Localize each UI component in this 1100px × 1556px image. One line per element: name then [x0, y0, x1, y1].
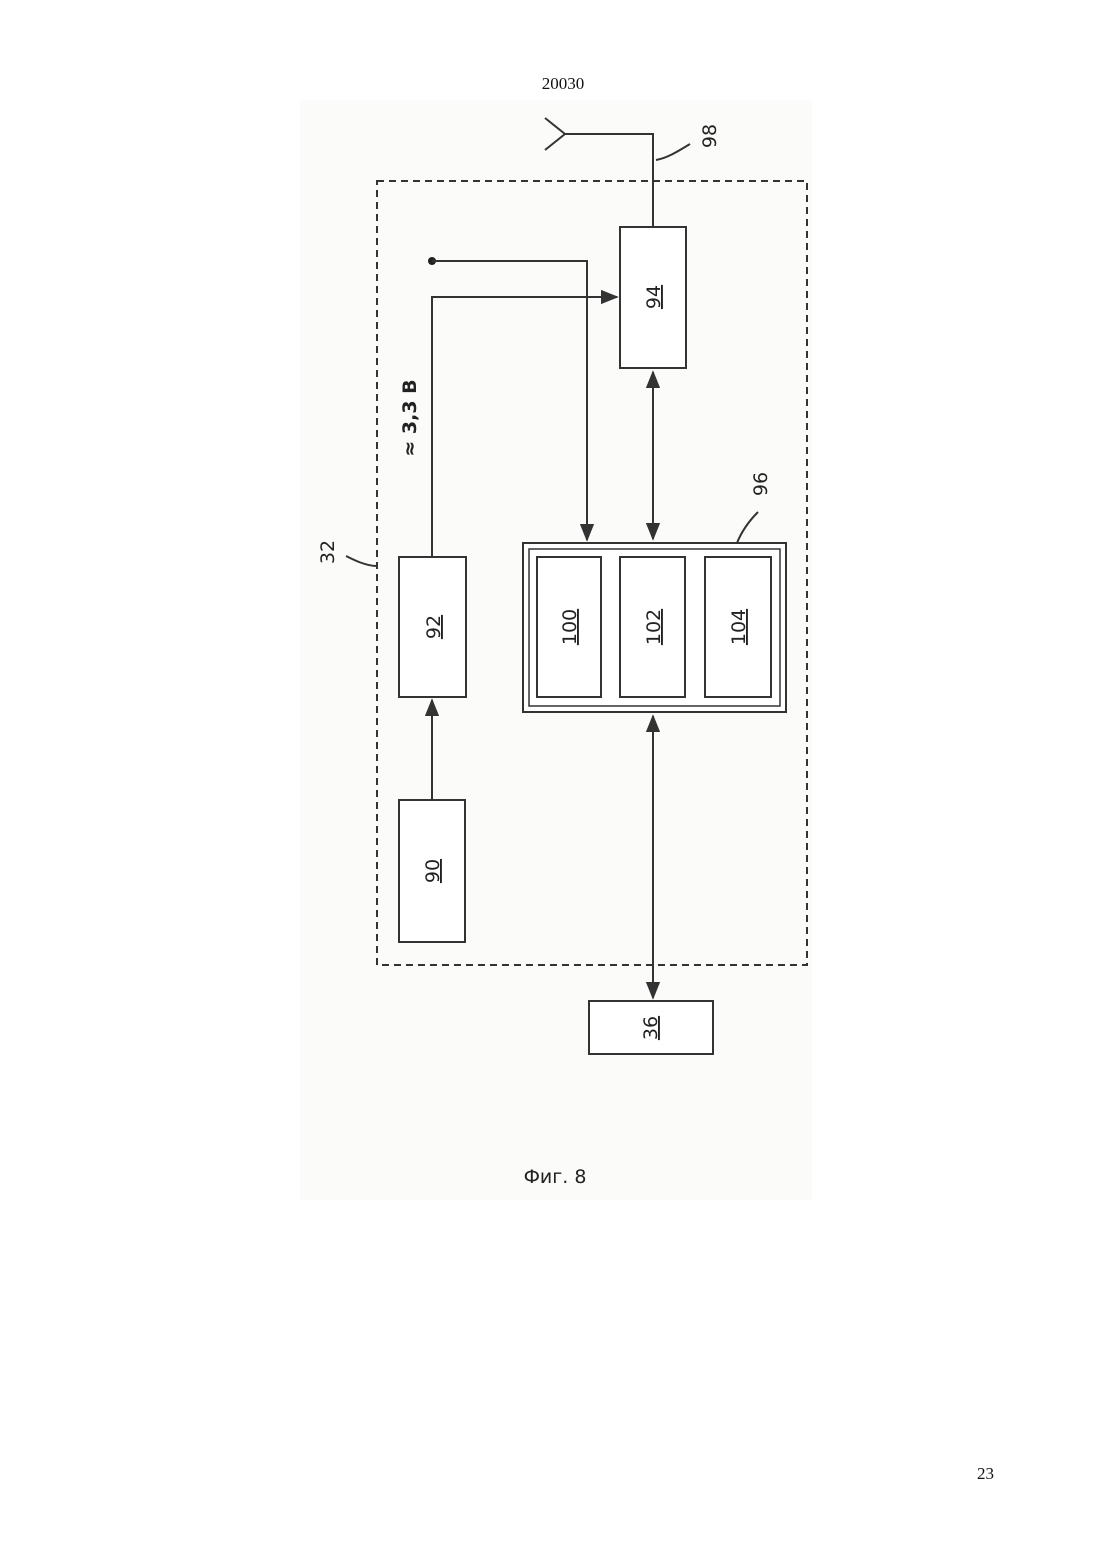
ref-label-32: 32 [317, 540, 339, 564]
ref-label-96: 96 [750, 472, 772, 496]
block-104-label: 104 [728, 609, 750, 645]
leader-line-32 [346, 556, 377, 566]
antenna-icon [545, 118, 565, 150]
leader-line-98 [656, 144, 690, 160]
leader-line-96 [737, 512, 758, 543]
ref-label-98: 98 [699, 124, 721, 148]
figure-caption: Фиг. 8 [500, 1166, 610, 1188]
block-94-label: 94 [643, 285, 665, 309]
block-100-label: 100 [559, 609, 581, 645]
connector-92-96 [432, 261, 587, 540]
voltage-label: ≈ 3,3 В [399, 379, 421, 456]
block-102-label: 102 [643, 609, 665, 645]
block-36-label: 36 [640, 1016, 662, 1040]
page-number: 23 [977, 1464, 994, 1484]
block-92-label: 92 [423, 615, 445, 639]
connector-92-94 [432, 297, 617, 557]
block-90-label: 90 [422, 859, 444, 883]
